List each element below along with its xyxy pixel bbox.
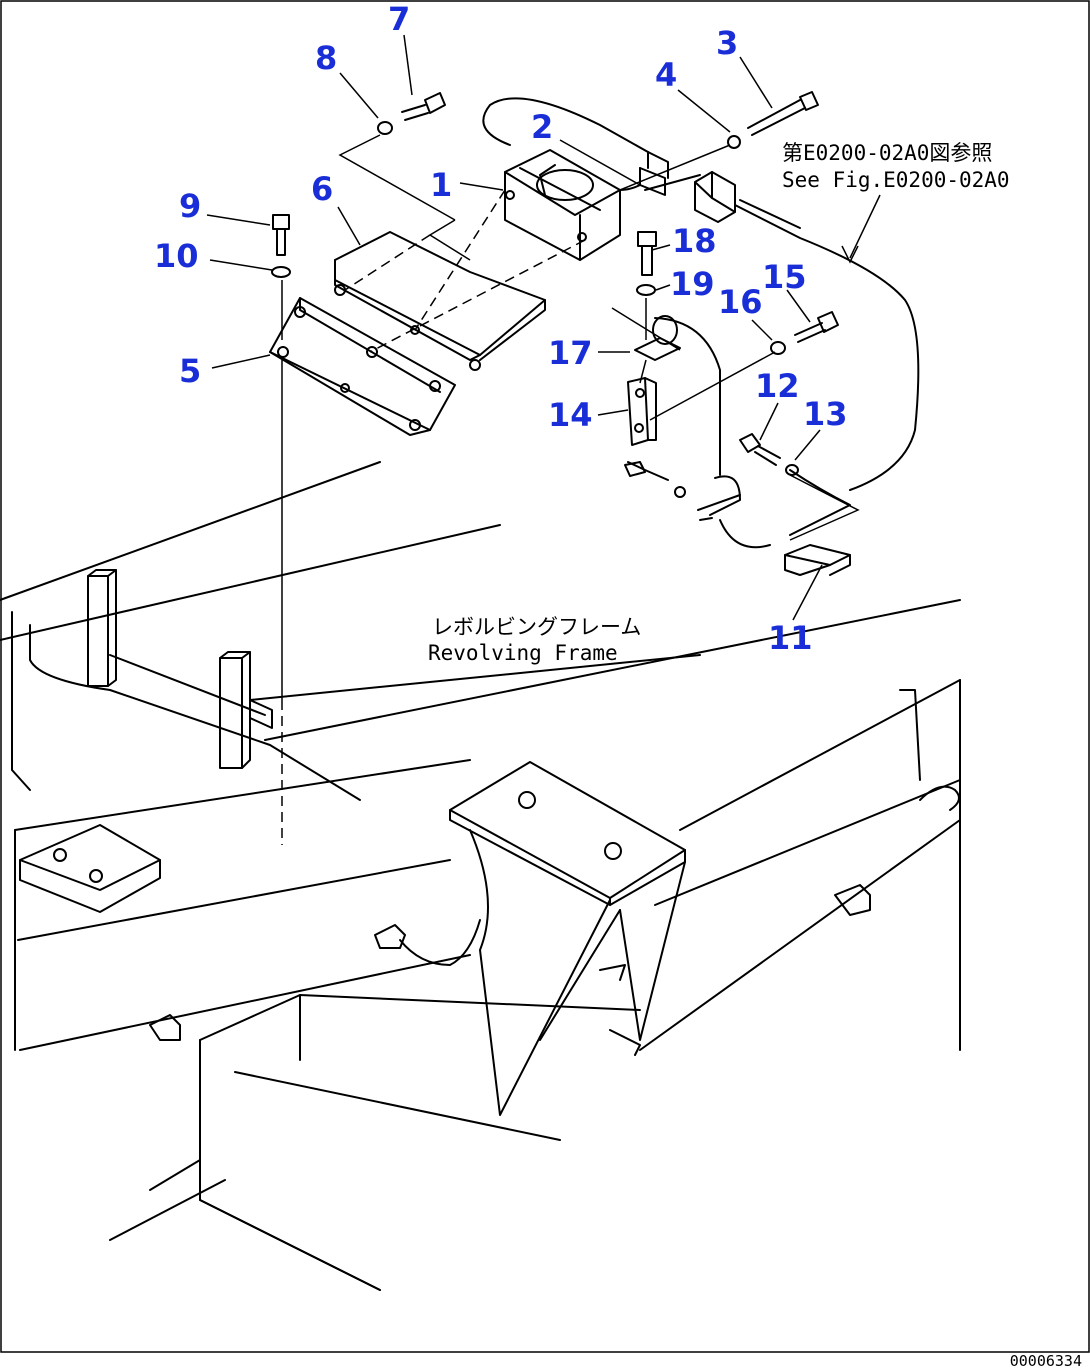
frame-label-en: Revolving Frame [428, 641, 618, 665]
callout-19: 19 [670, 265, 715, 303]
frame-label: レボルビングフレーム Revolving Frame [428, 615, 641, 665]
callout-8: 8 [315, 39, 337, 77]
callout-3: 3 [716, 24, 738, 62]
callout-16: 16 [718, 283, 763, 321]
callout-5: 5 [179, 352, 201, 390]
callout-4: 4 [655, 56, 677, 94]
harness-2 [482, 97, 701, 196]
frame-label-jp: レボルビングフレーム [432, 615, 641, 639]
callout-1: 1 [430, 166, 452, 204]
callout-9: 9 [179, 187, 201, 225]
clamp-group [624, 315, 851, 576]
callout-labels: 1 2 3 4 5 6 7 8 9 10 11 12 13 14 15 16 1… [154, 0, 848, 657]
harness-connector [694, 171, 920, 491]
callout-7: 7 [388, 0, 410, 38]
callout-13: 13 [803, 395, 848, 433]
callout-12: 12 [755, 367, 800, 405]
assembly-lines [281, 134, 860, 845]
callout-10: 10 [154, 237, 199, 275]
callout-14: 14 [548, 396, 593, 434]
plate-bracket-5 [269, 297, 456, 436]
callout-6: 6 [311, 170, 333, 208]
catalog-number: 00006334 [1010, 1352, 1082, 1370]
fasteners [271, 91, 839, 476]
reference-note: 第E0200-02A0図参照 See Fig.E0200-02A0 [782, 141, 1010, 192]
callout-2: 2 [531, 108, 553, 146]
reference-note-jp: 第E0200-02A0図参照 [782, 141, 992, 165]
leader-lines [206, 34, 881, 621]
alarm-unit-1 [504, 149, 621, 261]
callout-18: 18 [672, 222, 717, 260]
reference-note-en: See Fig.E0200-02A0 [782, 168, 1010, 192]
revolving-frame [0, 461, 961, 1291]
mounting-block [449, 761, 686, 1116]
callout-17: 17 [548, 334, 593, 372]
callout-11: 11 [768, 619, 813, 657]
callout-15: 15 [762, 258, 807, 296]
